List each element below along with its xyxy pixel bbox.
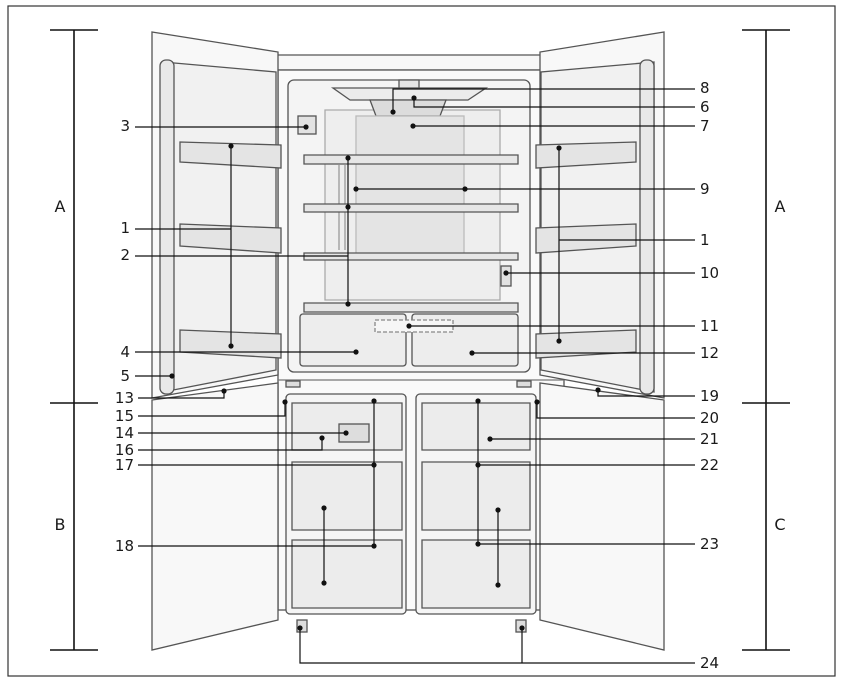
leader-20: [536, 402, 695, 419]
label-22: 22: [700, 456, 719, 474]
callout-dots: [169, 95, 601, 631]
callout-labels: 1 2 3 4 5 13 15 14 16 17 18 8 6 7 9 1 10…: [55, 79, 786, 672]
label-7: 7: [700, 117, 710, 135]
top-light-tab: [398, 79, 420, 89]
label-8: 8: [700, 79, 710, 97]
leader-15: [138, 402, 286, 417]
left-door-seal: [159, 59, 175, 395]
dot-13: [221, 388, 227, 394]
dot-1-left-a: [228, 143, 234, 149]
rear-column: [355, 115, 465, 259]
dot-20: [534, 399, 540, 405]
label-19: 19: [700, 387, 719, 405]
zone-label-B: B: [55, 515, 66, 534]
label-4: 4: [120, 343, 130, 361]
dot-7: [410, 123, 416, 129]
label-1-left: 1: [120, 219, 130, 237]
label-24: 24: [700, 654, 719, 672]
label-16: 16: [115, 441, 134, 459]
dot-1-right-a: [556, 145, 562, 151]
label-2: 2: [120, 246, 130, 264]
dot-15: [282, 399, 288, 405]
callout-leaders: [135, 88, 695, 664]
dot-17-b: [371, 462, 377, 468]
shelf-1: [303, 154, 519, 165]
top-light-panel: [330, 87, 489, 101]
right-door-seal: [639, 59, 655, 395]
dot-5: [169, 373, 175, 379]
right-door-bin-3: [535, 329, 637, 359]
dot-9-b: [462, 186, 468, 192]
right-door-bin-2: [535, 223, 637, 254]
dot-4: [353, 349, 359, 355]
label-1-right: 1: [700, 231, 710, 249]
dot-17-a: [371, 398, 377, 404]
dot-9-a: [353, 186, 359, 192]
dot-14: [343, 430, 349, 436]
dot-2-a: [345, 155, 351, 161]
dot-24-a: [297, 625, 303, 631]
dot-10: [503, 270, 509, 276]
dot-11: [406, 323, 412, 329]
dot-8: [390, 109, 396, 115]
shelf-3: [303, 252, 519, 261]
dot-1-right-b: [556, 338, 562, 344]
label-17: 17: [115, 456, 134, 474]
label-20: 20: [700, 409, 719, 427]
diagram-border: [7, 5, 836, 677]
leader-24: [299, 628, 695, 664]
dot-22-b: [475, 462, 481, 468]
zone-label-A-right: A: [775, 197, 786, 216]
zone-label-C: C: [774, 515, 785, 534]
leader-6: [413, 98, 695, 108]
label-10: 10: [700, 264, 719, 282]
dot-6: [411, 95, 417, 101]
label-5: 5: [120, 367, 130, 385]
label-15: 15: [115, 407, 134, 425]
dot-2-b: [345, 204, 351, 210]
cabinet-top: [275, 54, 567, 71]
dot-left-drawer-b: [321, 580, 327, 586]
shelf-4: [303, 302, 519, 313]
dot-22-a: [475, 398, 481, 404]
label-13: 13: [115, 389, 134, 407]
dot-left-drawer-a: [321, 505, 327, 511]
leader-16: [138, 438, 323, 451]
fridge-illustration: [151, 31, 665, 651]
label-23: 23: [700, 535, 719, 553]
dot-23: [475, 541, 481, 547]
dot-right-drawer-a: [495, 507, 501, 513]
leader-8: [392, 88, 695, 112]
dot-1-left-b: [228, 343, 234, 349]
shelf-2: [303, 203, 519, 213]
dot-19: [595, 387, 601, 393]
label-12: 12: [700, 344, 719, 362]
dot-24-b: [519, 625, 525, 631]
dot-21: [487, 436, 493, 442]
label-3: 3: [120, 117, 130, 135]
dot-12: [469, 350, 475, 356]
label-11: 11: [700, 317, 719, 335]
side-sensor: [500, 265, 512, 287]
left-lower-door: [151, 382, 279, 651]
zone-label-A-left: A: [55, 197, 66, 216]
dot-3: [303, 124, 309, 130]
label-6: 6: [700, 98, 710, 116]
zone-brackets: [50, 29, 790, 651]
dot-18: [371, 543, 377, 549]
dot-right-drawer-b: [495, 582, 501, 588]
label-9: 9: [700, 180, 710, 198]
label-21: 21: [700, 430, 719, 448]
label-18: 18: [115, 537, 134, 555]
dot-2-c: [345, 301, 351, 307]
fan-unit: [369, 99, 447, 117]
right-lower-door: [539, 382, 665, 651]
label-14: 14: [115, 424, 134, 442]
dot-16: [319, 435, 325, 441]
